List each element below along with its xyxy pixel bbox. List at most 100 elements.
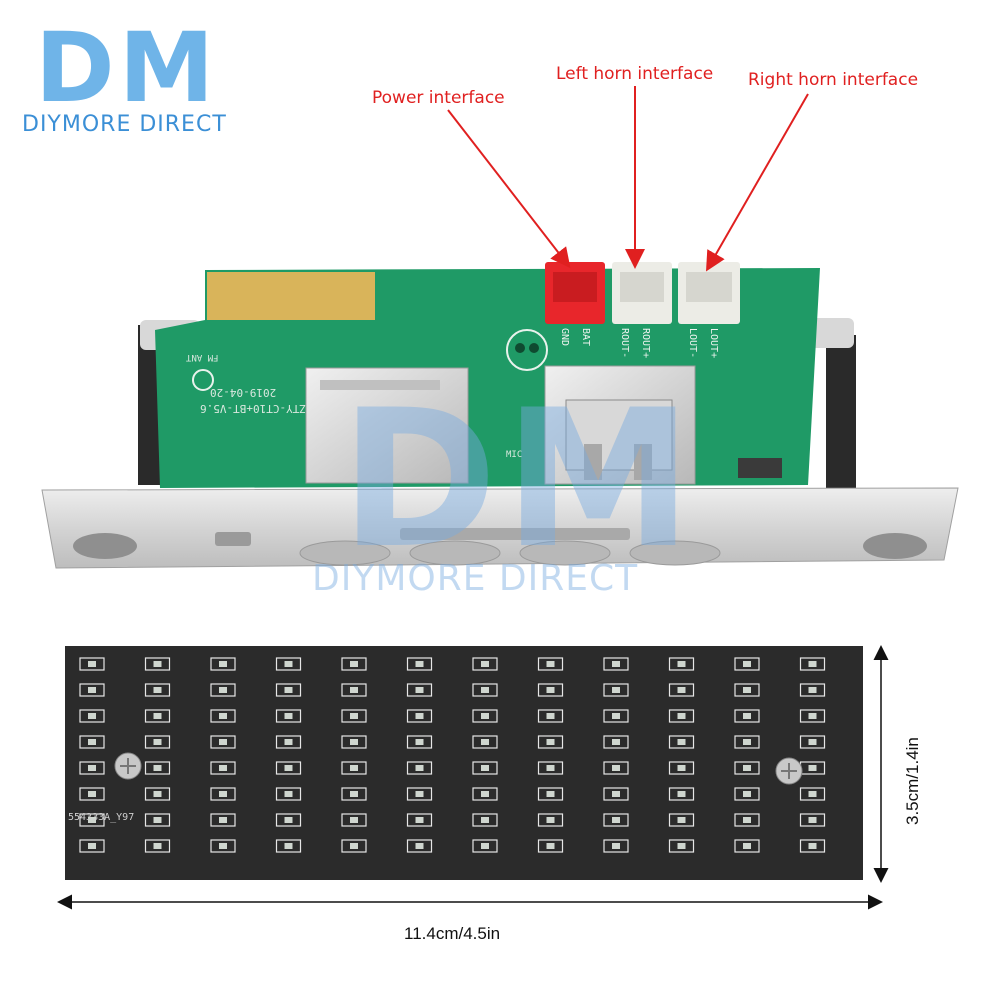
led-pad (79, 657, 105, 671)
led-chip (743, 765, 751, 771)
led-chip (481, 791, 489, 797)
led-chip (415, 661, 424, 667)
led-pad (275, 683, 302, 697)
led-pad (537, 839, 564, 853)
led-chip (546, 843, 555, 849)
led-pad (341, 813, 367, 827)
led-chip (350, 661, 358, 667)
led-chip (546, 739, 555, 745)
led-chip (88, 687, 96, 693)
power-interface-label: Power interface (372, 88, 505, 108)
led-chip (743, 739, 751, 745)
led-pad (341, 657, 367, 671)
bt-antenna (207, 272, 375, 320)
led-pad (210, 735, 236, 749)
led-pad (210, 657, 236, 671)
led-chip (350, 687, 358, 693)
led-chip (546, 661, 555, 667)
led-chip (219, 713, 227, 719)
led-pad (341, 709, 367, 723)
led-chip (612, 791, 620, 797)
led-pad (472, 709, 498, 723)
led-pad (79, 683, 105, 697)
led-pad (144, 735, 171, 749)
led-pad (537, 657, 564, 671)
led-chip (415, 843, 424, 849)
led-chip (743, 661, 751, 667)
led-chip (743, 713, 751, 719)
led-pad (537, 813, 564, 827)
led-chip (284, 791, 293, 797)
led-chip (88, 791, 96, 797)
led-chip (219, 843, 227, 849)
led-chip (546, 713, 555, 719)
led-chip (88, 843, 96, 849)
led-chip (481, 713, 489, 719)
led-pad (79, 761, 105, 775)
led-pad (603, 735, 629, 749)
led-chip (546, 791, 555, 797)
led-pad (799, 735, 826, 749)
led-chip (415, 791, 424, 797)
led-chip (219, 791, 227, 797)
led-pad (144, 839, 171, 853)
led-pad (406, 813, 433, 827)
led-chip (350, 817, 358, 823)
led-chip (153, 713, 162, 719)
led-pcb (65, 646, 863, 880)
led-chip (677, 713, 686, 719)
led-chip (808, 687, 817, 693)
led-chip (612, 739, 620, 745)
mp3-module-photo (41, 86, 959, 569)
led-pad (668, 839, 695, 853)
led-pad (341, 839, 367, 853)
led-display-board (65, 646, 863, 880)
led-pad (79, 709, 105, 723)
led-pad (275, 761, 302, 775)
led-pad (603, 761, 629, 775)
led-pad (275, 787, 302, 801)
led-pad (406, 683, 433, 697)
led-chip (219, 661, 227, 667)
led-pad (144, 761, 171, 775)
led-chip (481, 765, 489, 771)
led-pad (406, 735, 433, 749)
led-pad (668, 787, 695, 801)
led-pad (603, 683, 629, 697)
led-chip (415, 739, 424, 745)
pin-lout-plus: LOUT+ (708, 328, 719, 359)
led-chip (284, 817, 293, 823)
led-pad (734, 839, 760, 853)
led-pad (144, 813, 171, 827)
led-chip (612, 713, 620, 719)
led-pad (144, 709, 171, 723)
led-chip (808, 817, 817, 823)
led-chip (481, 661, 489, 667)
led-chip (743, 843, 751, 849)
pin-lout-minus: LOUT- (687, 328, 698, 359)
led-chip (808, 791, 817, 797)
led-pad (734, 657, 760, 671)
led-pad (668, 657, 695, 671)
led-chip (153, 765, 162, 771)
led-pad (537, 709, 564, 723)
led-pad (603, 709, 629, 723)
led-pad (734, 787, 760, 801)
led-chip (808, 739, 817, 745)
led-chip (808, 765, 817, 771)
led-chip (677, 739, 686, 745)
led-pad (472, 787, 498, 801)
board-model-text: ZTY-CT10+BT-V5.6 (200, 402, 306, 415)
led-chip (153, 739, 162, 745)
led-pad (144, 683, 171, 697)
led-pad (341, 787, 367, 801)
led-chip (481, 739, 489, 745)
led-chip (677, 791, 686, 797)
led-pad (210, 709, 236, 723)
led-chip (481, 843, 489, 849)
led-chip (415, 817, 424, 823)
led-chip (350, 739, 358, 745)
width-dimension-label: 11.4cm/4.5in (404, 924, 501, 943)
led-chip (219, 765, 227, 771)
led-chip (88, 713, 96, 719)
